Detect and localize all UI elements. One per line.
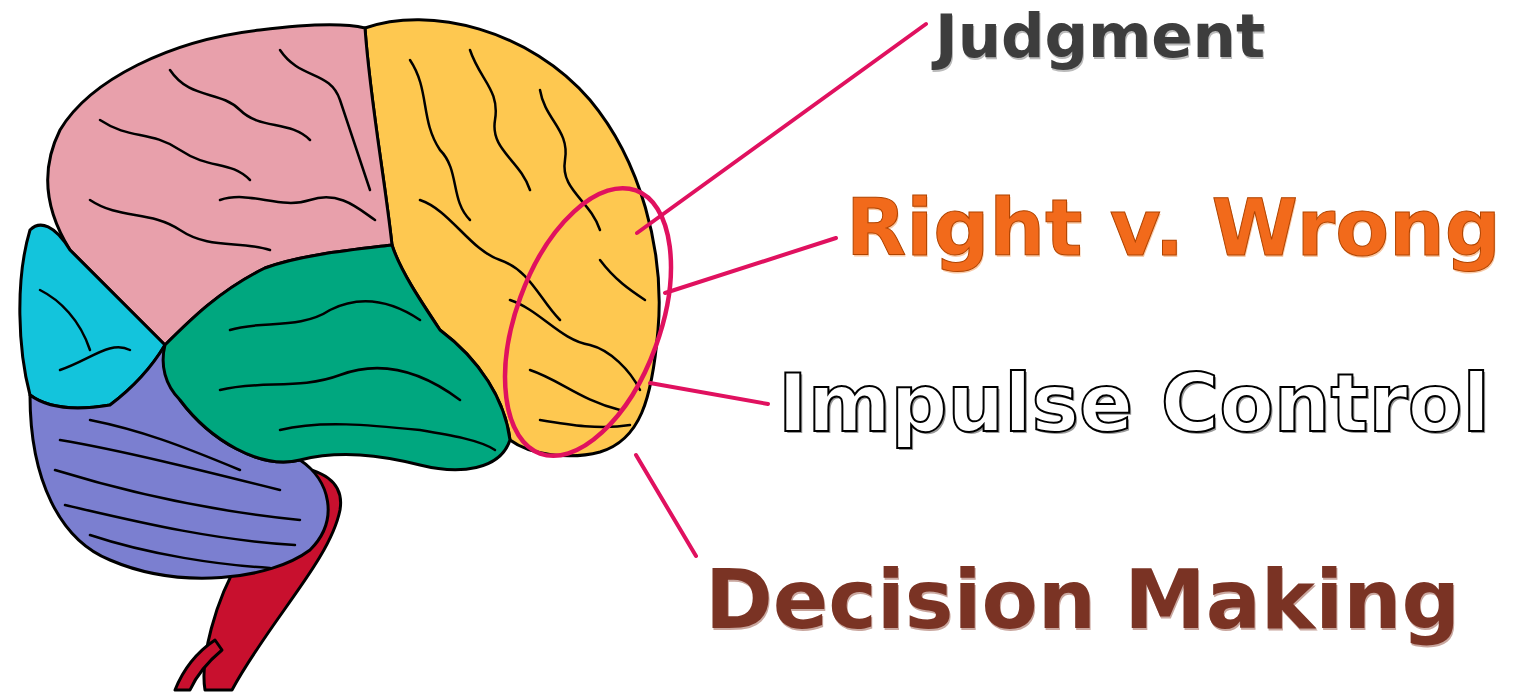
leader-line <box>650 383 768 404</box>
highlight-ellipse <box>472 166 703 478</box>
brainstem-root <box>175 640 222 690</box>
function-label: Judgment <box>935 2 1265 72</box>
temporal-lobe <box>163 245 510 470</box>
leader-line <box>665 238 836 293</box>
leader-line <box>636 455 696 556</box>
brain-folds <box>40 50 645 568</box>
function-label: Impulse Control <box>778 358 1490 450</box>
function-label: Decision Making <box>705 553 1460 647</box>
function-label: Right v. Wrong <box>846 183 1501 273</box>
